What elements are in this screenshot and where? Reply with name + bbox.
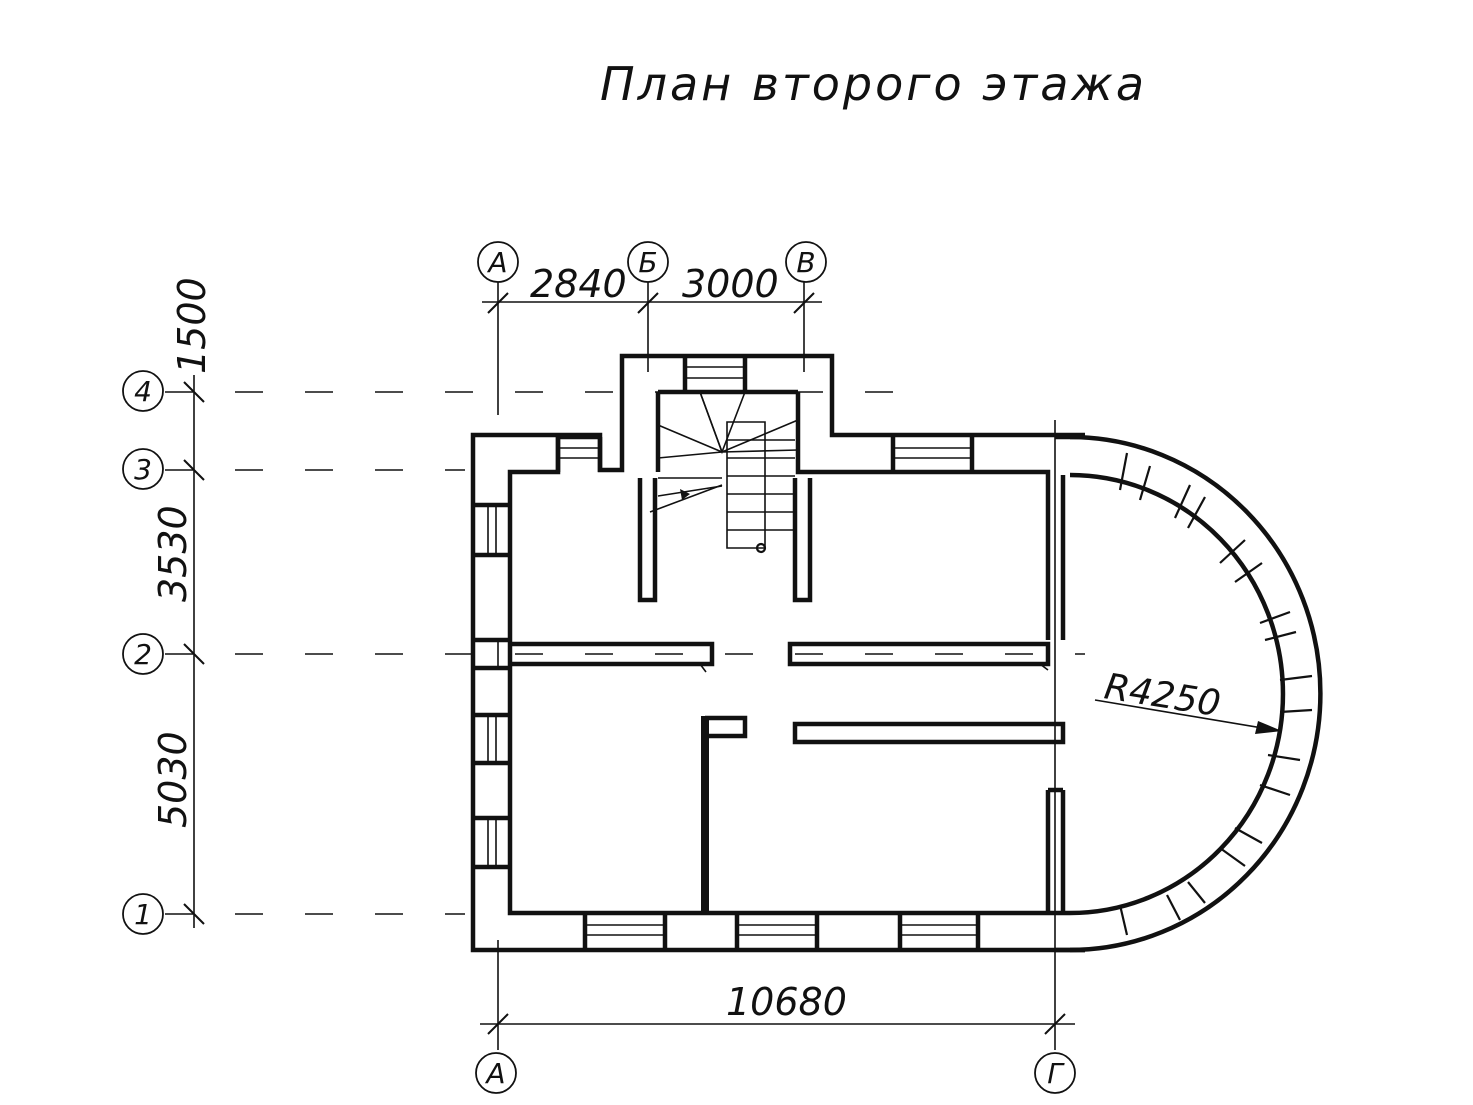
svg-text:3: 3 bbox=[134, 453, 152, 486]
dim-left-3: 5030 bbox=[151, 731, 195, 828]
axis-marker-b-top: Б bbox=[627, 241, 669, 283]
dim-left-2: 3530 bbox=[151, 505, 195, 602]
axis-marker-3: 3 bbox=[122, 448, 164, 490]
dim-radius: R4250 bbox=[1102, 666, 1224, 725]
axis-marker-1: 1 bbox=[122, 893, 164, 935]
axis-marker-4: 4 bbox=[122, 370, 164, 412]
svg-text:А: А bbox=[486, 246, 507, 279]
svg-text:А: А bbox=[484, 1057, 505, 1090]
axis-marker-2: 2 bbox=[122, 633, 164, 675]
svg-text:2: 2 bbox=[134, 638, 152, 671]
dim-top-2: 3000 bbox=[682, 262, 779, 306]
exterior-walls bbox=[470, 353, 1085, 953]
interior-walls bbox=[473, 637, 1066, 913]
dim-bottom: 10680 bbox=[726, 980, 847, 1024]
svg-text:1: 1 bbox=[134, 898, 152, 931]
svg-text:Б: Б bbox=[638, 246, 657, 279]
dim-left-1: 1500 bbox=[170, 277, 214, 374]
axis-marker-a-top: А bbox=[477, 241, 519, 283]
semicircular-bay bbox=[1055, 434, 1323, 953]
staircase bbox=[637, 391, 813, 603]
axis-marker-v-top: В bbox=[785, 241, 827, 283]
grid-axis-lines bbox=[165, 282, 1085, 1050]
dim-top-1: 2840 bbox=[530, 262, 627, 306]
svg-text:Г: Г bbox=[1047, 1057, 1065, 1090]
axis-marker-a-bottom: А bbox=[475, 1052, 517, 1094]
svg-text:4: 4 bbox=[134, 375, 152, 408]
axis-marker-g-bottom: Г bbox=[1034, 1052, 1076, 1094]
svg-text:В: В bbox=[796, 246, 815, 279]
drawing-title: План второго этажа bbox=[600, 57, 1147, 111]
dimension-lines bbox=[183, 292, 1282, 1035]
